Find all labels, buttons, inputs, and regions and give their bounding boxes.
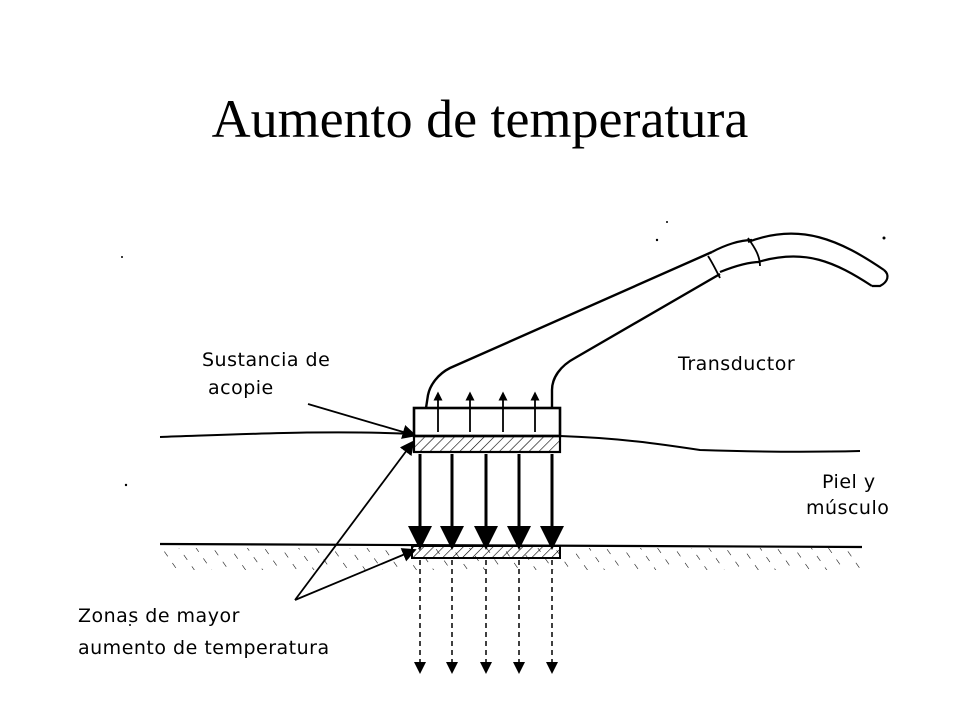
zones-label-line2: aumento de temperatura [78,637,330,659]
transmitted-arrows [408,454,564,550]
tissue-label-line2: músculo [806,497,890,519]
heating-zone-interface [411,545,561,559]
reflected-arrows [433,391,540,432]
coupling-label-line1: Sustancia de [202,349,331,371]
skin-surface [159,431,861,453]
page-title: Aumento de temperatura [211,89,749,149]
coupling-layer [412,434,562,454]
dashed-arrows [414,560,558,674]
zones-pointers [294,440,417,601]
transducer-cable [707,232,889,288]
scan-specks [121,221,886,626]
zones-label-line1: Zonas de mayor [78,605,240,627]
tissue-label-line1: Piel y [822,471,876,493]
coupling-label-line2: acopie [208,377,274,399]
transducer-handle [424,250,721,409]
coupling-pointer [307,403,417,439]
transducer-label: Transductor [678,353,796,375]
transducer-head [412,406,562,438]
